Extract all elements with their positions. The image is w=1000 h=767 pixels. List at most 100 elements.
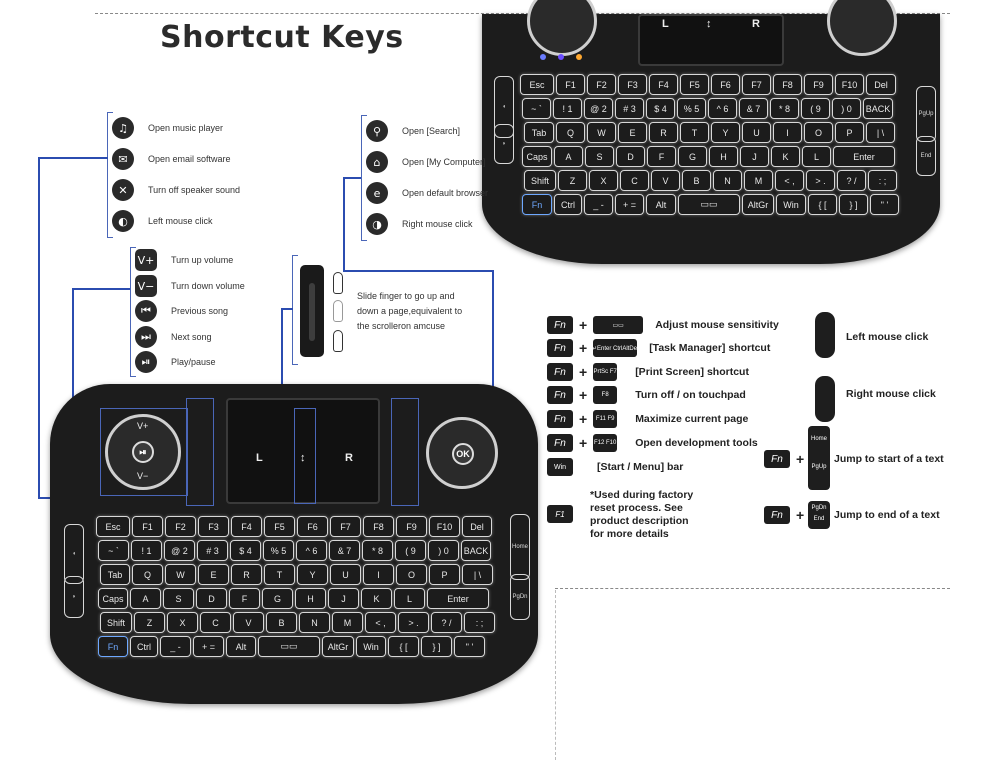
key[interactable]: U xyxy=(330,564,361,585)
key[interactable]: # 3 xyxy=(615,98,644,119)
key[interactable]: " ' xyxy=(870,194,899,215)
key[interactable]: F8 xyxy=(363,516,394,537)
top-right-side-key[interactable]: PgUp xyxy=(916,86,936,142)
key[interactable]: % 5 xyxy=(263,540,294,561)
key[interactable]: R xyxy=(231,564,262,585)
key[interactable]: E xyxy=(198,564,229,585)
key[interactable]: Alt xyxy=(646,194,676,215)
key[interactable]: > . xyxy=(398,612,429,633)
main-dpad-left[interactable]: ⏯ V+ V− xyxy=(105,414,181,490)
key[interactable]: X xyxy=(589,170,618,191)
key[interactable]: ( 9 xyxy=(395,540,426,561)
key[interactable]: @ 2 xyxy=(164,540,195,561)
key[interactable]: ! 1 xyxy=(553,98,582,119)
key[interactable]: D xyxy=(196,588,227,609)
key[interactable]: L xyxy=(394,588,425,609)
key[interactable]: F10 xyxy=(835,74,864,95)
key[interactable]: F1 xyxy=(556,74,585,95)
key[interactable]: F4 xyxy=(649,74,678,95)
key[interactable]: $ 4 xyxy=(230,540,261,561)
key[interactable]: ▭▭ xyxy=(258,636,320,657)
key[interactable]: F8 xyxy=(773,74,802,95)
key[interactable]: ? / xyxy=(837,170,866,191)
key[interactable]: K xyxy=(771,146,800,167)
key[interactable]: { [ xyxy=(808,194,837,215)
key[interactable]: F5 xyxy=(264,516,295,537)
key[interactable]: P xyxy=(429,564,460,585)
key[interactable]: F4 xyxy=(231,516,262,537)
key[interactable]: | \ xyxy=(866,122,895,143)
key[interactable]: V xyxy=(233,612,264,633)
key[interactable]: H xyxy=(295,588,326,609)
key[interactable]: T xyxy=(264,564,295,585)
key[interactable]: I xyxy=(363,564,394,585)
key[interactable]: H xyxy=(709,146,738,167)
key[interactable]: Q xyxy=(556,122,585,143)
key[interactable]: B xyxy=(682,170,711,191)
key[interactable]: Tab xyxy=(100,564,130,585)
key[interactable]: { [ xyxy=(388,636,419,657)
key[interactable]: F2 xyxy=(165,516,196,537)
key[interactable]: S xyxy=(585,146,614,167)
key[interactable]: @ 2 xyxy=(584,98,613,119)
key[interactable]: & 7 xyxy=(739,98,768,119)
key[interactable]: M xyxy=(744,170,773,191)
key[interactable]: N xyxy=(713,170,742,191)
key[interactable]: ^ 6 xyxy=(296,540,327,561)
key[interactable]: + = xyxy=(615,194,644,215)
key[interactable]: AltGr xyxy=(322,636,354,657)
main-right-side-key-2[interactable]: PgDn xyxy=(510,574,530,620)
key[interactable]: Esc xyxy=(520,74,554,95)
key[interactable]: Shift xyxy=(524,170,556,191)
key[interactable]: $ 4 xyxy=(646,98,675,119)
key[interactable]: > . xyxy=(806,170,835,191)
key[interactable]: | \ xyxy=(462,564,493,585)
key[interactable]: S xyxy=(163,588,194,609)
key[interactable]: R xyxy=(649,122,678,143)
key[interactable]: Ctrl xyxy=(554,194,582,215)
key[interactable]: Esc xyxy=(96,516,130,537)
key[interactable]: ) 0 xyxy=(832,98,861,119)
key[interactable]: F9 xyxy=(396,516,427,537)
key[interactable]: D xyxy=(616,146,645,167)
key[interactable]: Y xyxy=(297,564,328,585)
key[interactable]: J xyxy=(328,588,359,609)
key[interactable]: E xyxy=(618,122,647,143)
key[interactable]: : ; xyxy=(868,170,897,191)
key[interactable]: F xyxy=(229,588,260,609)
key[interactable]: K xyxy=(361,588,392,609)
key[interactable]: BACK xyxy=(863,98,893,119)
key[interactable]: Fn xyxy=(98,636,128,657)
key[interactable]: # 3 xyxy=(197,540,228,561)
key[interactable]: J xyxy=(740,146,769,167)
key[interactable]: Enter xyxy=(427,588,489,609)
key[interactable]: F9 xyxy=(804,74,833,95)
key[interactable]: I xyxy=(773,122,802,143)
key[interactable]: O xyxy=(396,564,427,585)
key[interactable]: ~ ` xyxy=(98,540,129,561)
key[interactable]: F6 xyxy=(711,74,740,95)
key[interactable]: + = xyxy=(193,636,224,657)
key[interactable]: C xyxy=(200,612,231,633)
key[interactable]: Q xyxy=(132,564,163,585)
top-left-side-key[interactable]: ◖ xyxy=(494,76,514,138)
key[interactable]: AltGr xyxy=(742,194,774,215)
key[interactable]: U xyxy=(742,122,771,143)
key[interactable]: F7 xyxy=(330,516,361,537)
key[interactable]: _ - xyxy=(584,194,613,215)
key[interactable]: W xyxy=(165,564,196,585)
key[interactable]: < , xyxy=(775,170,804,191)
key[interactable]: Y xyxy=(711,122,740,143)
key[interactable]: F xyxy=(647,146,676,167)
key[interactable]: } ] xyxy=(839,194,868,215)
key[interactable]: Del xyxy=(462,516,492,537)
key[interactable]: N xyxy=(299,612,330,633)
key[interactable]: % 5 xyxy=(677,98,706,119)
key[interactable]: ( 9 xyxy=(801,98,830,119)
key[interactable]: O xyxy=(804,122,833,143)
key[interactable]: Caps xyxy=(98,588,128,609)
key[interactable]: Z xyxy=(558,170,587,191)
key[interactable]: BACK xyxy=(461,540,491,561)
key[interactable]: B xyxy=(266,612,297,633)
key[interactable]: T xyxy=(680,122,709,143)
